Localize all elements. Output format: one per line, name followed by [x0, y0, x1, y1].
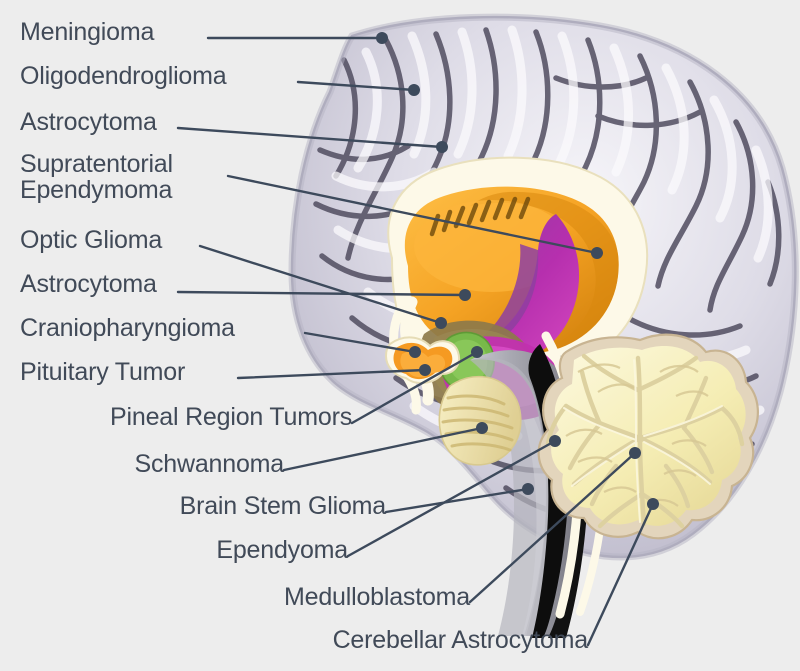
leader-line-optic-glioma [198, 244, 443, 325]
tumor-label-meningioma: Meningioma [20, 18, 155, 46]
leader-dot-medulloblastoma [629, 447, 641, 459]
leader-line-pituitary-tumor [236, 368, 427, 380]
tumor-label-schwannoma: Schwannoma [134, 450, 285, 478]
leader-dot-optic-glioma [435, 317, 447, 329]
leader-dot-brain-stem-glioma [522, 483, 534, 495]
leader-dot-astrocytoma-1 [436, 141, 448, 153]
tumor-label-pineal-region-tumors: Pineal Region Tumors [110, 403, 352, 431]
leader-line-medulloblastoma [468, 451, 637, 604]
tumor-label-optic-glioma: Optic Glioma [20, 226, 163, 254]
leader-line-ependyoma [346, 439, 557, 558]
leader-dot-pituitary-tumor [419, 364, 431, 376]
leader-line-cerebellar-astrocytoma [586, 502, 655, 647]
leader-line-schwannoma [282, 426, 484, 472]
tumor-label-medulloblastoma: Medulloblastoma [284, 583, 470, 611]
tumor-label-oligodendroglioma: Oligodendroglioma [20, 62, 227, 90]
tumor-label-supratentorial-ependymoma: Supratentorial Ependymoma [20, 150, 173, 204]
tumor-label-brain-stem-glioma: Brain Stem Glioma [179, 492, 387, 520]
leader-dot-astrocytoma-2 [459, 289, 471, 301]
leader-line-craniopharyngioma [303, 331, 417, 354]
tumor-label-craniopharyngioma: Craniopharyngioma [20, 314, 235, 342]
tumor-label-astrocytoma-2: Astrocytoma [20, 270, 157, 298]
leader-line-supratentorial-ependymoma [226, 174, 599, 255]
tumor-label-ependyoma: Ependyoma [216, 536, 348, 564]
leader-dot-oligodendroglioma [408, 84, 420, 96]
leader-line-pineal-region-tumors [350, 350, 479, 425]
cerebellum [537, 333, 759, 540]
leader-dot-craniopharyngioma [409, 346, 421, 358]
tumor-label-astrocytoma-1: Astrocytoma [20, 108, 157, 136]
leader-line-astrocytoma-2 [176, 290, 467, 297]
leader-line-astrocytoma-1 [176, 126, 444, 149]
leader-dot-pineal-region-tumors [471, 346, 483, 358]
leader-line-brain-stem-glioma [384, 487, 530, 514]
leader-lines [176, 32, 659, 647]
leader-dot-meningioma [376, 32, 388, 44]
leader-dot-ependyoma [549, 435, 561, 447]
tumor-label-pituitary-tumor: Pituitary Tumor [20, 358, 186, 386]
leader-dot-cerebellar-astrocytoma [647, 498, 659, 510]
tumor-label-cerebellar-astrocytoma: Cerebellar Astrocytoma [332, 626, 589, 654]
leader-line-oligodendroglioma [296, 80, 416, 92]
leader-dot-supratentorial-ependymoma [591, 247, 603, 259]
leader-dot-schwannoma [476, 422, 488, 434]
